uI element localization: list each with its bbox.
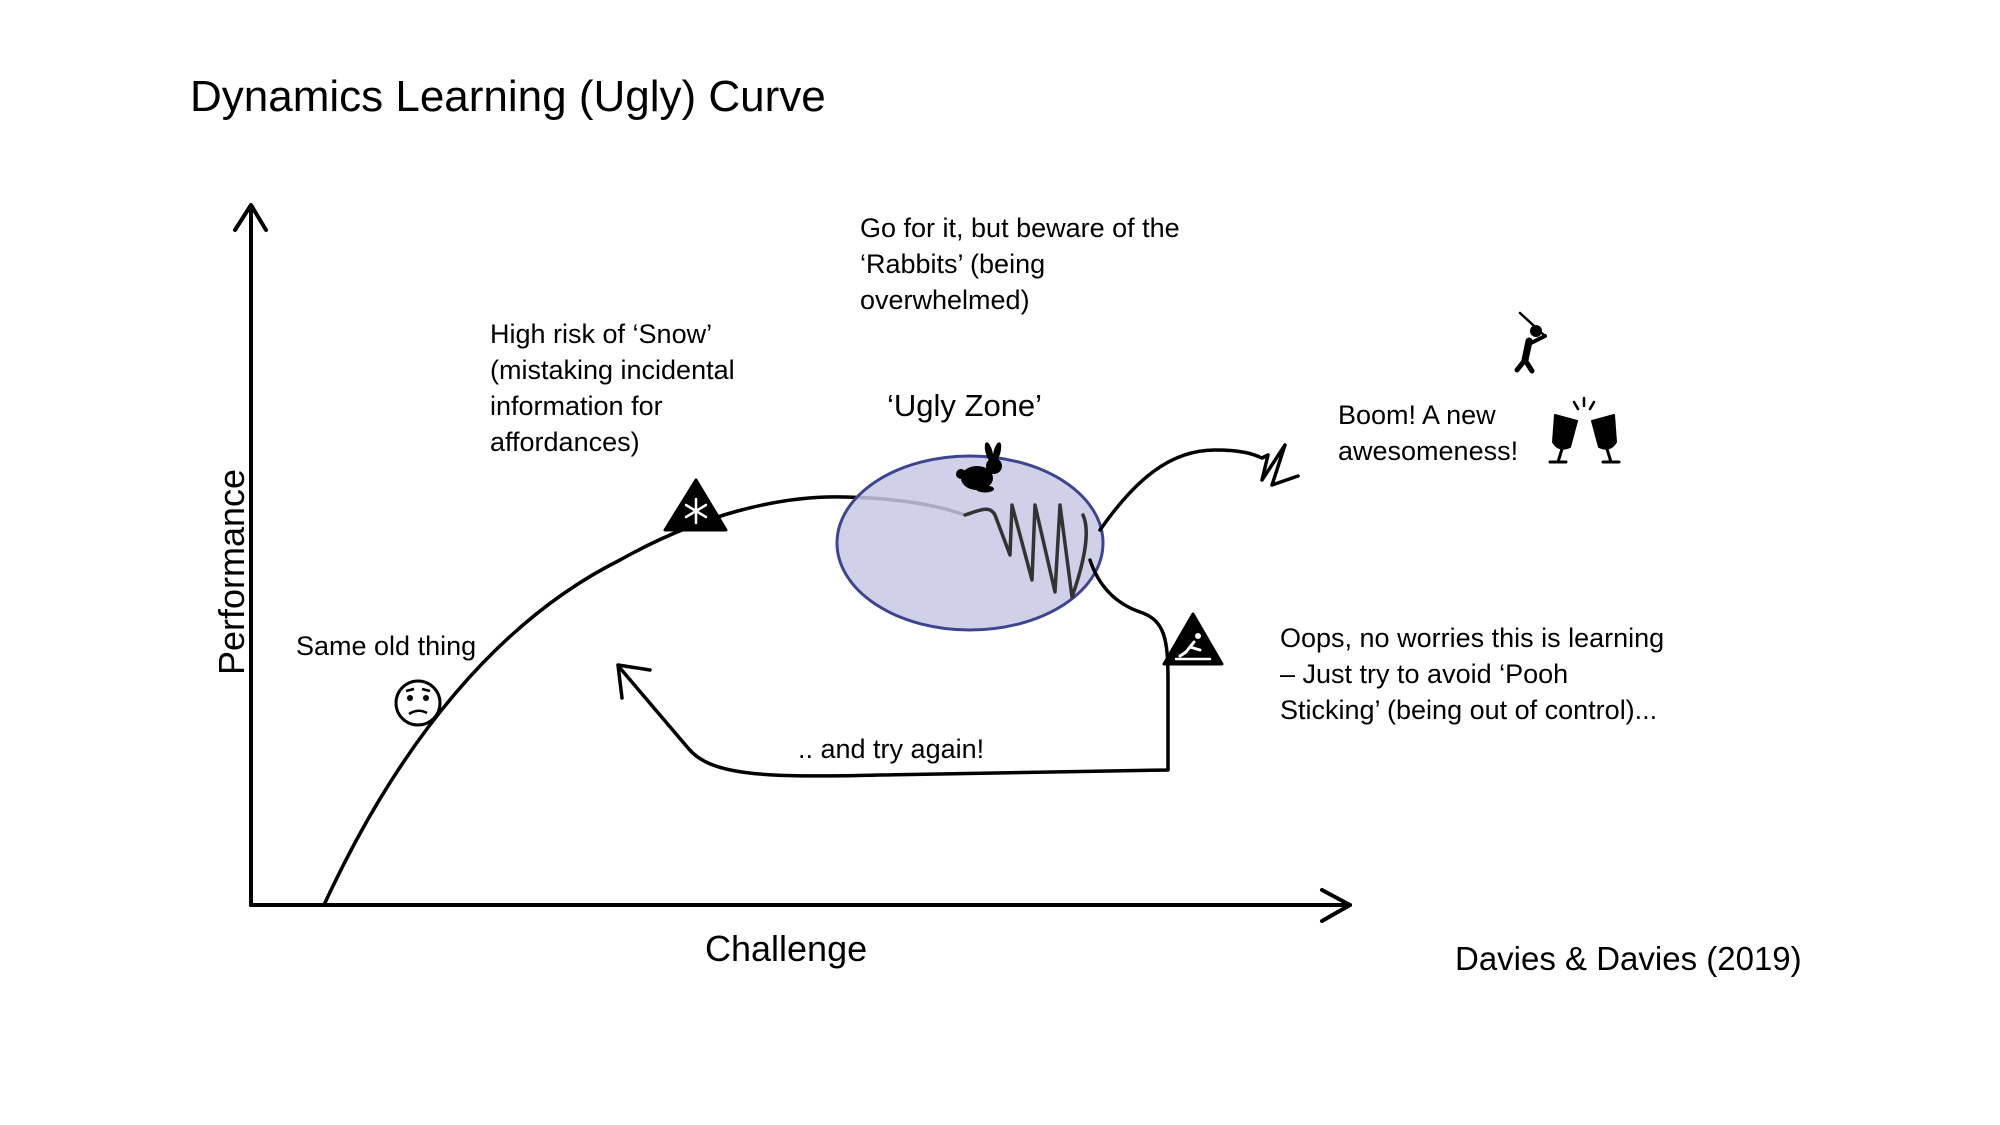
annotation-oops: Oops, no worries this is learning – Just… xyxy=(1280,623,1665,725)
rabbit-icon xyxy=(956,442,1002,493)
golfer-icon xyxy=(1514,311,1547,374)
slip-warning-icon xyxy=(1162,612,1224,666)
confused-face-icon xyxy=(394,679,442,727)
annotation-rabbits: Go for it, but beware of the ‘Rabbits’ (… xyxy=(860,213,1180,315)
y-axis-arrowhead xyxy=(233,203,268,232)
try-again-arrowhead xyxy=(616,663,652,700)
annotation-snow: High risk of ‘Snow’ (mistaking incidenta… xyxy=(490,319,735,457)
x-axis-label: Challenge xyxy=(705,928,868,969)
failure-branch xyxy=(618,558,1170,778)
annotation-same-old: Same old thing xyxy=(296,631,477,661)
clinking-glasses-icon xyxy=(1548,396,1621,464)
page-title: Dynamics Learning (Ugly) Curve xyxy=(190,72,826,121)
citation: Davies & Davies (2019) xyxy=(1455,940,1802,977)
annotation-boom: Boom! A new awesomeness! xyxy=(1338,400,1519,466)
ugly-zone-zigzag xyxy=(963,503,1088,599)
annotation-try-again: .. and try again! xyxy=(798,734,985,764)
axes xyxy=(233,203,1352,923)
success-branch xyxy=(1098,443,1300,532)
ugly-zone-ellipse xyxy=(835,454,1105,632)
snowflake-warning-icon xyxy=(663,478,728,532)
x-axis-arrowhead xyxy=(1320,888,1352,923)
y-axis-label: Performance xyxy=(211,468,252,676)
ugly-zone-label: ‘Ugly Zone’ xyxy=(887,388,1043,423)
